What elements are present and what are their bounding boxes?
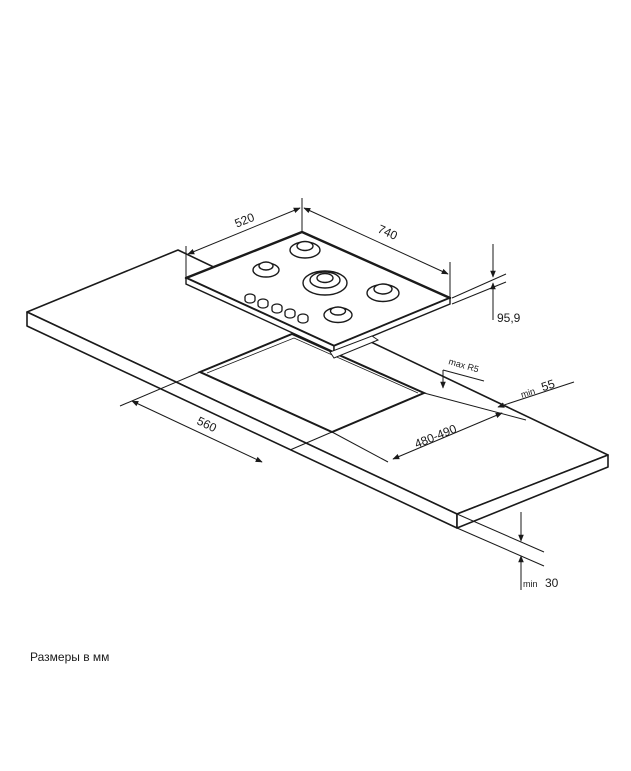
control-knob bbox=[271, 303, 283, 314]
control-knob bbox=[284, 308, 296, 319]
dimension-hob-depth bbox=[185, 198, 303, 278]
svg-text:min 55: min 55 bbox=[518, 375, 557, 402]
dimension-worktop-thickness-label: min 30 bbox=[523, 574, 559, 591]
dimension-hob-width-label: 740 bbox=[376, 222, 400, 243]
worktop-thickness-value: 30 bbox=[545, 576, 559, 590]
burner-wok-center bbox=[302, 270, 348, 296]
control-knobs bbox=[244, 293, 309, 324]
control-knob bbox=[244, 293, 256, 304]
units-caption: Размеры в мм bbox=[30, 650, 110, 664]
dimension-cutout-depth bbox=[331, 392, 527, 463]
rear-clearance-min-label: min bbox=[520, 386, 537, 400]
control-knob bbox=[297, 313, 309, 324]
dimension-hob-width bbox=[303, 207, 451, 298]
burner-front bbox=[323, 306, 353, 324]
dimension-corner-radius bbox=[440, 369, 485, 389]
hob-body-below bbox=[329, 335, 380, 359]
dimension-rear-clearance bbox=[497, 381, 575, 408]
dimension-worktop-thickness bbox=[456, 512, 545, 590]
burner-left bbox=[252, 261, 280, 278]
control-knob bbox=[257, 298, 269, 309]
dimension-hob-height bbox=[451, 244, 507, 320]
dimension-corner-radius-label: max R5 bbox=[447, 356, 480, 374]
worktop-thickness-min-label: min bbox=[523, 579, 538, 589]
worktop-side-edge bbox=[456, 454, 609, 529]
dimension-cutout-width bbox=[119, 371, 333, 463]
burner-rear bbox=[289, 240, 321, 259]
burner-right bbox=[366, 283, 400, 303]
rear-clearance-value: 55 bbox=[539, 377, 556, 395]
dimension-hob-height-label: 95,9 bbox=[497, 311, 521, 325]
dimension-rear-clearance-label: min 55 bbox=[518, 375, 557, 402]
